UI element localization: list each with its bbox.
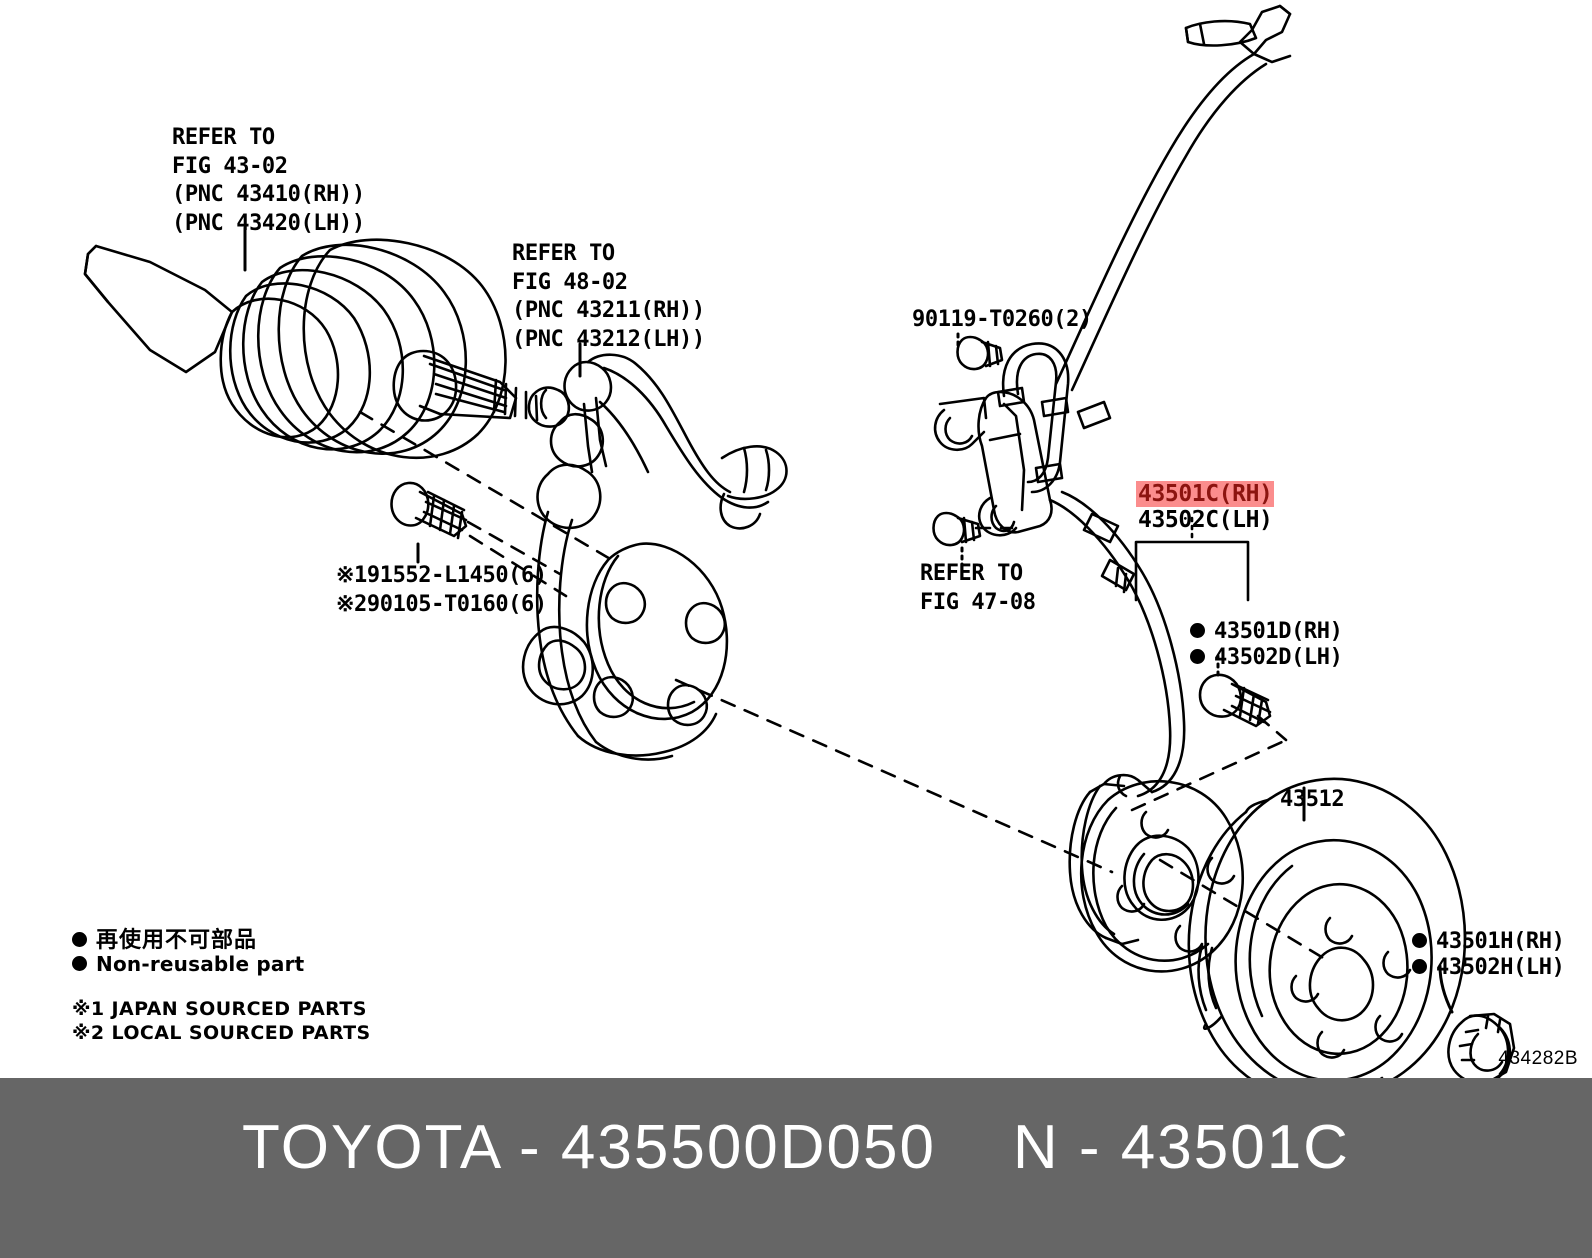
diagram-id-code: 434282B: [1498, 1048, 1578, 1069]
assembly-line-hub-to-rotor: [1158, 858, 1332, 964]
footer-part-number: TOYOTA - 435500D050 N - 43501C: [242, 1113, 1350, 1182]
non-reusable-dot-icon: [1190, 648, 1205, 664]
knuckle-bolt-illustration: [390, 481, 468, 540]
callout-axle-nut-lh: 43502H(LH): [1412, 954, 1565, 983]
assembly-line-bolt-to-joint: [1256, 714, 1288, 742]
callout-hub-assembly-rh-highlighted: 43501C(RH): [1136, 481, 1275, 507]
sensor-bolt-illustration: [956, 335, 1004, 371]
callout-axle-nut-rh: 43501H(RH): [1412, 928, 1565, 957]
callout-refer-fig-47-08: REFER TO FIG 47-08: [920, 561, 1036, 615]
abs-sensor-illustration: [933, 4, 1292, 798]
assembly-line-bolt-to-knuckle: [466, 520, 562, 576]
legend-non-reusable-en: Non-reusable part: [72, 952, 304, 976]
non-reusable-dot-icon: [1190, 622, 1205, 638]
callout-hub-bolt-rh: 43501D(RH): [1190, 618, 1343, 647]
callout-hub-bolt-lh: 43502D(LH): [1190, 644, 1343, 673]
assembly-line-knuckle-to-hub: [674, 678, 1114, 874]
steering-knuckle-illustration: [521, 353, 788, 761]
non-reusable-dot-icon: [72, 931, 87, 947]
assembly-line-bolt2-to-knuckle: [468, 534, 568, 598]
callout-refer-fig-48-02: REFER TO FIG 48-02 (PNC 43211(RH)) (PNC …: [512, 241, 705, 352]
label-bracket-hub: [1134, 540, 1250, 602]
sensor-bolt-lower-illustration: [932, 511, 982, 547]
hub-bolt-illustration: [1198, 673, 1272, 728]
non-reusable-dot-icon: [72, 956, 87, 971]
legend-source-japan: ※1 JAPAN SOURCED PARTS: [72, 998, 367, 1020]
callout-brake-rotor: 43512: [1280, 787, 1345, 812]
footer-bar: TOYOTA - 435500D050 N - 43501C: [0, 1078, 1592, 1258]
assembly-line-axle-to-knuckle: [358, 410, 614, 562]
callout-knuckle-bolt-parts: ※191552-L1450(6) ※290105-T0160(6): [336, 563, 547, 617]
drive-shaft-illustration: [83, 238, 571, 460]
brake-rotor-illustration: [1187, 777, 1467, 1102]
non-reusable-dot-icon: [1412, 932, 1427, 948]
callout-sensor-bolt-number: 90119-T0260(2): [912, 307, 1092, 332]
legend-source-local: ※2 LOCAL SOURCED PARTS: [72, 1022, 371, 1044]
assembly-line-hub-to-bolt: [1130, 740, 1284, 812]
non-reusable-dot-icon: [1412, 958, 1427, 974]
callout-hub-assembly-lh: 43502C(LH): [1138, 507, 1273, 533]
callout-refer-fig-43-02: REFER TO FIG 43-02 (PNC 43410(RH)) (PNC …: [172, 125, 365, 236]
legend-non-reusable-jp: 再使用不可部品: [72, 922, 257, 954]
